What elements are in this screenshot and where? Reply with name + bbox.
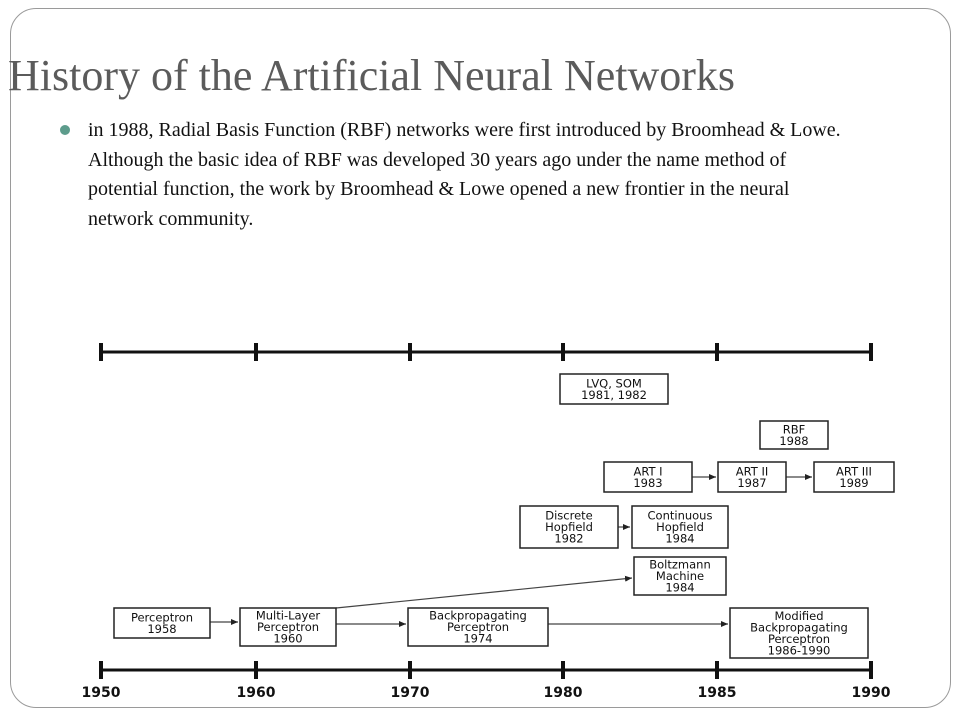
node-label-art3: 1989 (839, 476, 868, 490)
node-label-discrete: Hopfield (545, 520, 593, 534)
year-tick-label: 1970 (391, 685, 430, 701)
node-box-boltzmann (633, 556, 727, 596)
node-label-modified: 1986-1990 (768, 643, 831, 657)
node-box-art3 (813, 461, 895, 493)
node-label-discrete: Discrete (545, 509, 593, 523)
node-label-multilayer: 1960 (273, 632, 302, 646)
node-label-art1: 1983 (633, 476, 662, 490)
node-label-multilayer: Perceptron (257, 620, 319, 634)
node-box-art1 (603, 461, 693, 493)
node-box-multilayer (239, 607, 337, 647)
node-box-perceptron (113, 607, 211, 639)
node-label-modified: Perceptron (768, 632, 830, 646)
node-label-perceptron: 1958 (147, 622, 176, 636)
node-label-boltzmann: 1984 (665, 581, 694, 595)
node-box-discrete (519, 505, 619, 549)
node-label-boltzmann: Boltzmann (649, 558, 711, 572)
node-box-lvq (559, 373, 669, 405)
bullet-text: in 1988, Radial Basis Function (RBF) net… (88, 119, 841, 230)
node-label-modified: Backpropagating (750, 620, 848, 634)
node-label-discrete: 1982 (554, 532, 583, 546)
year-tick-label: 1950 (82, 685, 121, 701)
node-label-lvq: LVQ, SOM (586, 376, 642, 390)
year-tick-label: 1960 (237, 685, 276, 701)
node-label-multilayer: Multi-Layer (256, 609, 321, 623)
edge-multilayer-to-boltzmann (335, 575, 633, 609)
node-label-backprop: 1974 (463, 632, 492, 646)
node-label-modified: Modified (774, 609, 823, 623)
node-box-modified (729, 607, 869, 659)
node-label-art3: ART III (836, 464, 872, 478)
node-label-boltzmann: Machine (656, 569, 704, 583)
year-tick-label: 1985 (698, 685, 737, 701)
node-box-art2 (717, 461, 787, 493)
node-label-perceptron: Perceptron (131, 610, 193, 624)
bullet-dot-icon (60, 125, 70, 135)
year-tick-label: 1980 (544, 685, 583, 701)
node-label-rbf: RBF (783, 422, 806, 436)
node-label-backprop: Perceptron (447, 620, 509, 634)
slide-frame (10, 8, 951, 708)
year-tick-label: 1990 (852, 685, 891, 701)
node-label-lvq: 1981, 1982 (581, 388, 647, 402)
node-label-continuous: Continuous (648, 509, 713, 523)
node-label-backprop: Backpropagating (429, 609, 527, 623)
node-label-art2: ART II (736, 464, 768, 478)
node-label-continuous: 1984 (665, 532, 694, 546)
node-box-rbf (759, 420, 829, 450)
node-box-backprop (407, 607, 549, 647)
node-label-rbf: 1988 (779, 434, 808, 448)
node-modified: ModifiedBackpropagatingPerceptron1986-19… (729, 607, 869, 659)
node-label-art2: 1987 (737, 476, 766, 490)
node-label-art1: ART I (633, 464, 662, 478)
slide-title: History of the Artificial Neural Network… (8, 51, 736, 100)
node-label-continuous: Hopfield (656, 520, 704, 534)
node-box-continuous (631, 505, 729, 549)
